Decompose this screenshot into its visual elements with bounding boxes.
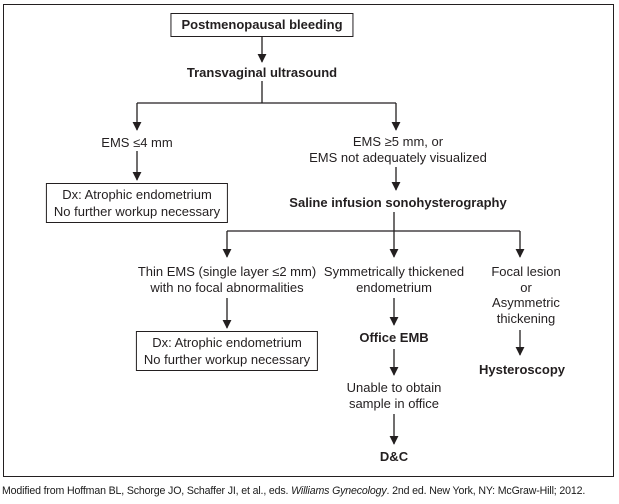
caption-book-title-italic: Williams Gynecology <box>291 485 387 497</box>
figure-caption: Modified from Hoffman BL, Schorge JO, Sc… <box>2 485 618 498</box>
node-line: Dx: Atrophic endometrium <box>62 187 212 202</box>
node-line: No further workup necessary <box>143 352 311 367</box>
node-line: Thin EMS (single layer ≤2 mm) <box>137 264 317 279</box>
node-line: endometrium <box>356 279 432 295</box>
node-transvaginal-ultrasound: Transvaginal ultrasound <box>186 65 338 80</box>
node-line: Dx: Atrophic endometrium <box>152 335 302 350</box>
node-line: with no focal abnormalities <box>150 279 304 295</box>
caption-prefix: Modified from Hoffman BL, Schorge JO, Sc… <box>2 485 292 497</box>
node-saline-infusion-sonohysterography: Saline infusion sonohysterography <box>289 195 507 210</box>
node-line: EMS ≥5 mm, or <box>352 134 444 149</box>
figure-border <box>3 4 614 477</box>
node-hysteroscopy: Hysteroscopy <box>479 362 565 377</box>
node-symmetrically-thickened-endometrium: Symmetrically thickened endometrium <box>324 264 464 295</box>
node-line: thickening <box>496 310 556 326</box>
node-thin-ems: Thin EMS (single layer ≤2 mm) with no fo… <box>138 264 316 295</box>
node-line: Asymmetric <box>492 295 560 310</box>
node-line: No further workup necessary <box>53 204 221 219</box>
caption-suffix: . 2nd ed. New York, NY: McGraw-Hill; 201… <box>386 485 586 497</box>
node-postmenopausal-bleeding: Postmenopausal bleeding <box>170 13 354 37</box>
node-line: Unable to obtain <box>346 380 442 395</box>
node-office-emb: Office EMB <box>359 330 429 345</box>
node-ems-le-4mm: EMS ≤4 mm <box>101 135 173 150</box>
node-line: Symmetrically thickened <box>323 264 465 279</box>
node-dx-atrophic-endometrium-2: Dx: Atrophic endometrium No further work… <box>135 331 319 371</box>
node-line: Focal lesion <box>491 264 561 279</box>
node-dx-atrophic-endometrium-1: Dx: Atrophic endometrium No further work… <box>45 183 229 223</box>
node-focal-lesion: Focal lesion or Asymmetric thickening <box>491 264 560 326</box>
node-line: or <box>520 279 532 295</box>
node-unable-to-obtain-sample: Unable to obtain sample in office <box>347 380 442 411</box>
node-line: EMS not adequately visualized <box>309 149 487 165</box>
node-ems-ge-5mm: EMS ≥5 mm, or EMS not adequately visuali… <box>309 134 487 165</box>
node-line: sample in office <box>348 395 440 411</box>
node-d-and-c: D&C <box>379 449 409 464</box>
